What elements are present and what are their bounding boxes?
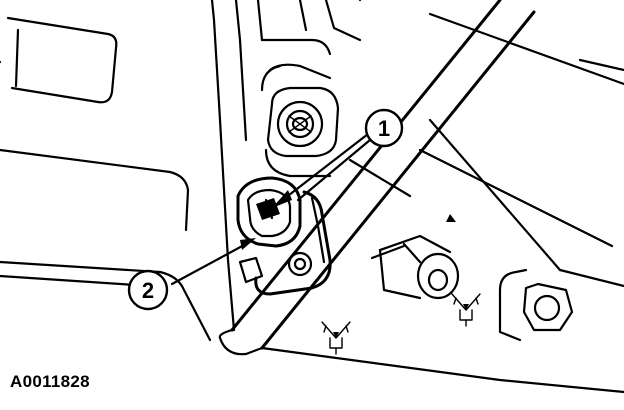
diagonal-arm bbox=[218, 0, 536, 356]
lower-right-bolt bbox=[498, 268, 574, 342]
callout-1: 1 bbox=[364, 108, 404, 148]
callout-1-number: 1 bbox=[378, 116, 390, 141]
callout-2-number: 2 bbox=[142, 278, 154, 303]
bushing bbox=[370, 214, 460, 300]
grease-symbols bbox=[321, 293, 481, 355]
left-body-panel bbox=[0, 16, 212, 342]
latch-lever bbox=[238, 190, 332, 296]
upper-bolt bbox=[264, 86, 340, 178]
pillar-edges bbox=[210, 0, 264, 332]
latch-cam bbox=[236, 176, 302, 248]
leader-lines bbox=[170, 132, 372, 286]
bottom-edge bbox=[260, 346, 624, 394]
grease-symbol-left bbox=[321, 321, 351, 355]
callout-2: 2 bbox=[127, 269, 169, 311]
grease-symbol-right bbox=[451, 293, 481, 327]
right-panel bbox=[348, 0, 624, 288]
upper-bracket bbox=[260, 0, 362, 92]
figure-id-label: A0011828 bbox=[10, 372, 90, 391]
